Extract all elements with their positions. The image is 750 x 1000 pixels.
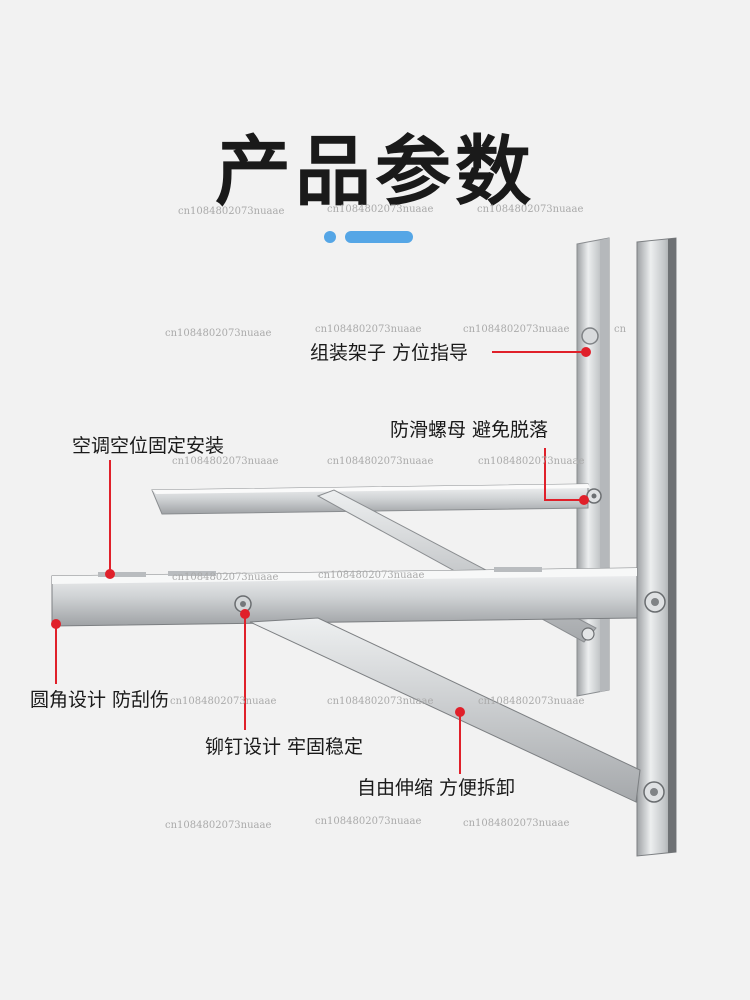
page-title: 产品参数	[215, 127, 535, 216]
callout-telescopic: 自由伸缩 方便拆卸	[357, 777, 516, 799]
watermark: cn1084802073nuaae	[170, 696, 277, 707]
watermark: cn1084802073nuaae	[463, 818, 570, 829]
watermark-partial: cn	[614, 324, 627, 335]
watermark: cn1084802073nuaae	[318, 570, 425, 581]
callout-rivet: 铆钉设计 牢固稳定	[205, 736, 364, 758]
watermark: cn1084802073nuaae	[165, 820, 272, 831]
back-horizontal-arm	[151, 483, 602, 515]
front-vertical-rail	[636, 237, 677, 857]
watermark: cn1084802073nuaae	[327, 696, 434, 707]
watermark: cn1084802073nuaae	[327, 204, 434, 215]
accent-bar	[345, 231, 413, 243]
callout-ac-mount: 空调空位固定安装	[72, 435, 225, 457]
callout-rounded-corner: 圆角设计 防刮伤	[30, 689, 170, 711]
watermark: cn1084802073nuaae	[463, 324, 570, 335]
callout-frame-guide: 组装架子 方位指导	[310, 342, 469, 364]
accent-dot	[324, 231, 336, 243]
marker-dots	[51, 347, 591, 717]
leader-lines	[55, 351, 586, 774]
watermark: cn1084802073nuaae	[315, 816, 422, 827]
callout-anti-slip-nut: 防滑螺母 避免脱落	[390, 419, 549, 441]
watermark: cn1084802073nuaae	[178, 206, 285, 217]
watermark: cn1084802073nuaae	[172, 456, 279, 467]
front-diagonal-brace	[249, 617, 641, 803]
watermark: cn1084802073nuaae	[327, 456, 434, 467]
watermark: cn1084802073nuaae	[172, 572, 279, 583]
watermark: cn1084802073nuaae	[478, 696, 585, 707]
watermark: cn1084802073nuaae	[165, 328, 272, 339]
watermark: cn1084802073nuaae	[477, 204, 584, 215]
watermark: cn1084802073nuaae	[315, 324, 422, 335]
front-horizontal-arm	[51, 567, 638, 627]
watermark: cn1084802073nuaae	[478, 456, 585, 467]
